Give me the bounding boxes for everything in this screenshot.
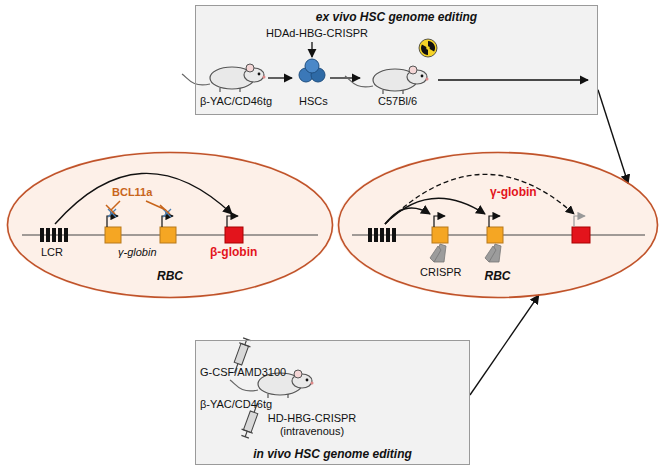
diagram-label: β-YAC/CD46tg [200, 398, 272, 411]
diagram-label: HSCs [299, 95, 328, 108]
diagram-label: CRISPR [420, 266, 462, 279]
diagram-label: BCL11a [112, 186, 152, 199]
promoter-arrow [162, 216, 173, 227]
flow-arrow [268, 77, 292, 78]
panel-title: ex vivo HSC genome editing [196, 10, 597, 24]
panel-fill [195, 5, 598, 115]
panel-title: in vivo HSC genome editing [196, 447, 469, 461]
mouse-icon [345, 66, 429, 94]
promoter-arrow [574, 216, 585, 227]
activation-arrow [385, 208, 430, 224]
flow-arrow [311, 42, 312, 57]
diagram-label: γ-globin [118, 246, 157, 259]
promoter-arrow [107, 216, 118, 227]
beta-gene [225, 227, 243, 243]
blocked-mark [108, 209, 171, 217]
diagram-label: β-globin [210, 246, 257, 259]
lcr-bars [368, 228, 396, 242]
cell-fill [6, 151, 334, 299]
lcr-bars [40, 228, 68, 242]
promoter-arrow [489, 216, 500, 227]
gamma-gene [160, 227, 176, 243]
diagram-label: C57Bl/6 [378, 95, 417, 108]
beta-gene [572, 227, 590, 243]
weak-arrow [385, 174, 574, 224]
activation-arrow [55, 173, 232, 224]
flow-arrow [330, 77, 360, 78]
cell-label: RBC [337, 269, 659, 283]
gamma-gene [487, 227, 503, 243]
promoter-arrow [227, 216, 238, 227]
diagram-label: G-CSF/AMD3100 [200, 366, 286, 379]
diagram-label: HDAd-HBG-CRISPR [266, 27, 368, 40]
hsc-cells [299, 59, 325, 82]
cell-label: RBC [6, 269, 334, 283]
promoter-arrow [434, 216, 445, 227]
flow-arrow [438, 79, 588, 80]
crispr-cut [430, 244, 501, 262]
cell-ellipse: RBC [6, 151, 334, 299]
diagram-label: γ-globin [490, 186, 537, 199]
flow-connector [470, 295, 539, 395]
diagram-label: β-YAC/CD46tg [200, 95, 272, 108]
radiation-symbol [419, 39, 437, 57]
gamma-gene [432, 227, 448, 243]
diagram-label: LCR [41, 246, 63, 259]
flow-connector [598, 90, 628, 184]
diagram-label: HD-HBG-CRISPR (intravenous) [266, 412, 358, 438]
cell-fill [337, 151, 659, 299]
cell-ellipse: RBC [337, 151, 659, 299]
repressor-bar [106, 201, 170, 214]
gamma-gene [105, 227, 121, 243]
